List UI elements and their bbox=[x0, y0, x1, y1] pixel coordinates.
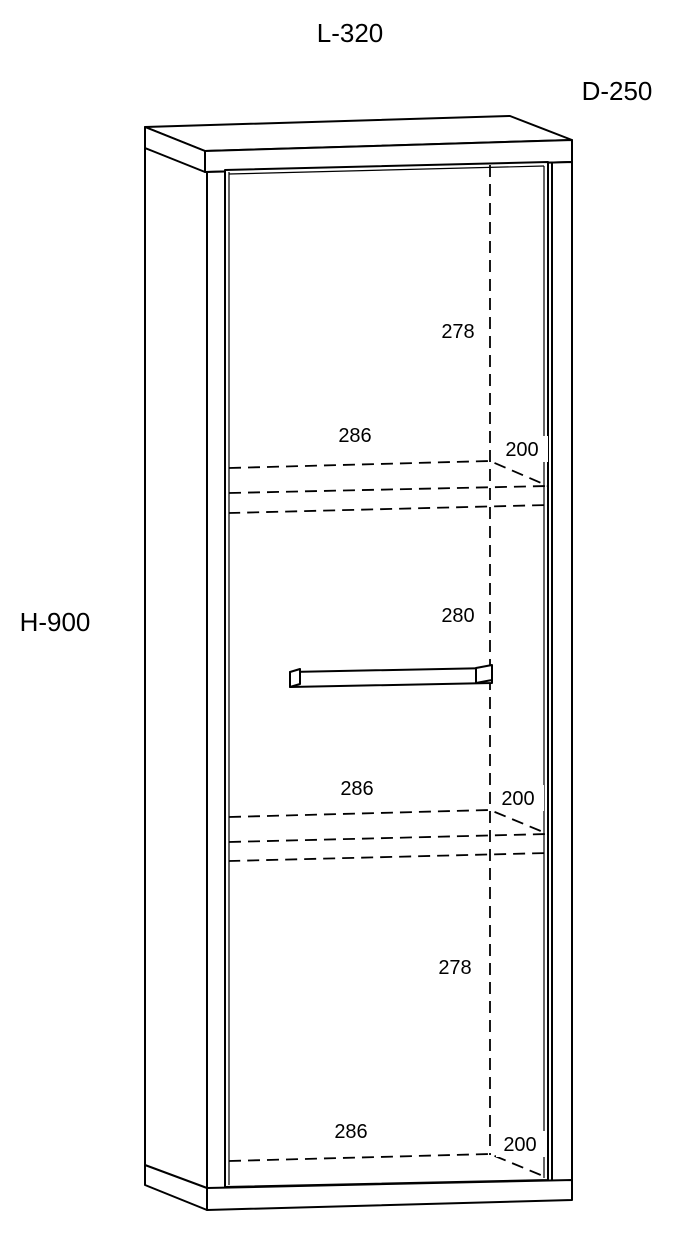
middle-section-height-label: 280 bbox=[441, 605, 474, 627]
door-handle bbox=[289, 664, 493, 688]
shelf-1-width-label: 286 bbox=[338, 425, 371, 447]
label-bg bbox=[496, 1131, 546, 1157]
bottom-section-height-label: 278 bbox=[438, 957, 471, 979]
shelf-bottom bbox=[228, 1153, 549, 1179]
shelf-1-depth-label: 200 bbox=[505, 439, 538, 461]
depth-label: D-250 bbox=[582, 76, 653, 106]
shelf-3-width-label: 286 bbox=[334, 1121, 367, 1143]
label-bg bbox=[432, 954, 484, 980]
label-bg bbox=[434, 602, 486, 628]
shelf-2-width-label: 286 bbox=[340, 778, 373, 800]
shelf-upper bbox=[228, 460, 549, 514]
left-side-panel bbox=[144, 147, 208, 1193]
shelf-lower bbox=[228, 809, 549, 862]
top-section-height-label: 278 bbox=[441, 321, 474, 343]
shelf-3-depth-label: 200 bbox=[503, 1134, 536, 1156]
label-bg bbox=[434, 318, 486, 344]
plinth-front bbox=[206, 1179, 573, 1211]
width-label: L-320 bbox=[317, 18, 384, 48]
top-board-side bbox=[144, 126, 206, 173]
label-bg bbox=[498, 436, 548, 462]
door-inner-edge-top bbox=[228, 165, 545, 175]
shelf-2-depth-label: 200 bbox=[501, 788, 534, 810]
height-label: H-900 bbox=[20, 607, 91, 637]
label-bg bbox=[494, 785, 544, 811]
cabinet-body bbox=[144, 115, 573, 1211]
